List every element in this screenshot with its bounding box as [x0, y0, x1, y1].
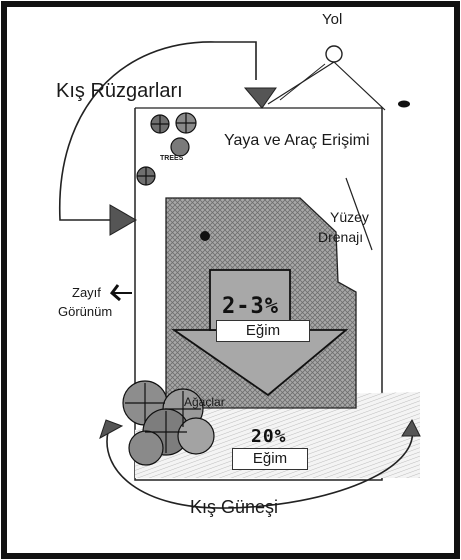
slope-zone-bottom: [135, 392, 420, 478]
large-trees: [122, 380, 215, 466]
weak-view-label-1: Zayıf: [72, 285, 101, 300]
winter-wind-arc: [59, 41, 216, 221]
slope-label-bottom: Eğim: [232, 448, 308, 470]
surface-drainage-label-2: Drenajı: [318, 229, 364, 245]
sun-arrowhead-right: [401, 418, 421, 437]
weak-view-arrow-head: [109, 284, 121, 302]
winter-winds-label: Kış Rüzgarları: [56, 80, 183, 102]
small-trees: [136, 112, 197, 186]
marker-dot: [200, 231, 210, 241]
slope-label-top: Eğim: [216, 320, 310, 342]
surface-drainage-label-1: Yüzey: [330, 209, 369, 225]
slope-value-bottom: 20%: [251, 426, 287, 447]
weak-view-label-2: Görünüm: [58, 304, 113, 319]
winter-sun-arc: [106, 427, 414, 509]
access-label: Yaya ve Araç Erişimi: [224, 132, 370, 149]
sun-arrowhead-left: [99, 419, 124, 440]
wind-arrowhead-top: [243, 87, 277, 109]
road-label: Yol: [322, 11, 343, 28]
drainage-line: [345, 177, 373, 251]
site-boundary: [134, 108, 383, 481]
winter-sun-label: Kış Güneşi: [190, 497, 279, 517]
access-dot: [398, 100, 410, 108]
wind-path-top: [215, 41, 257, 80]
road-node: [325, 45, 343, 63]
trees-label: Ağaçlar: [184, 395, 225, 409]
slope-value-top: 2-3%: [222, 294, 279, 319]
road-line-c: [279, 63, 326, 101]
road-line-b: [333, 61, 386, 111]
trees-small-label: TREES: [160, 155, 184, 162]
wind-arrowhead-left: [109, 204, 138, 236]
